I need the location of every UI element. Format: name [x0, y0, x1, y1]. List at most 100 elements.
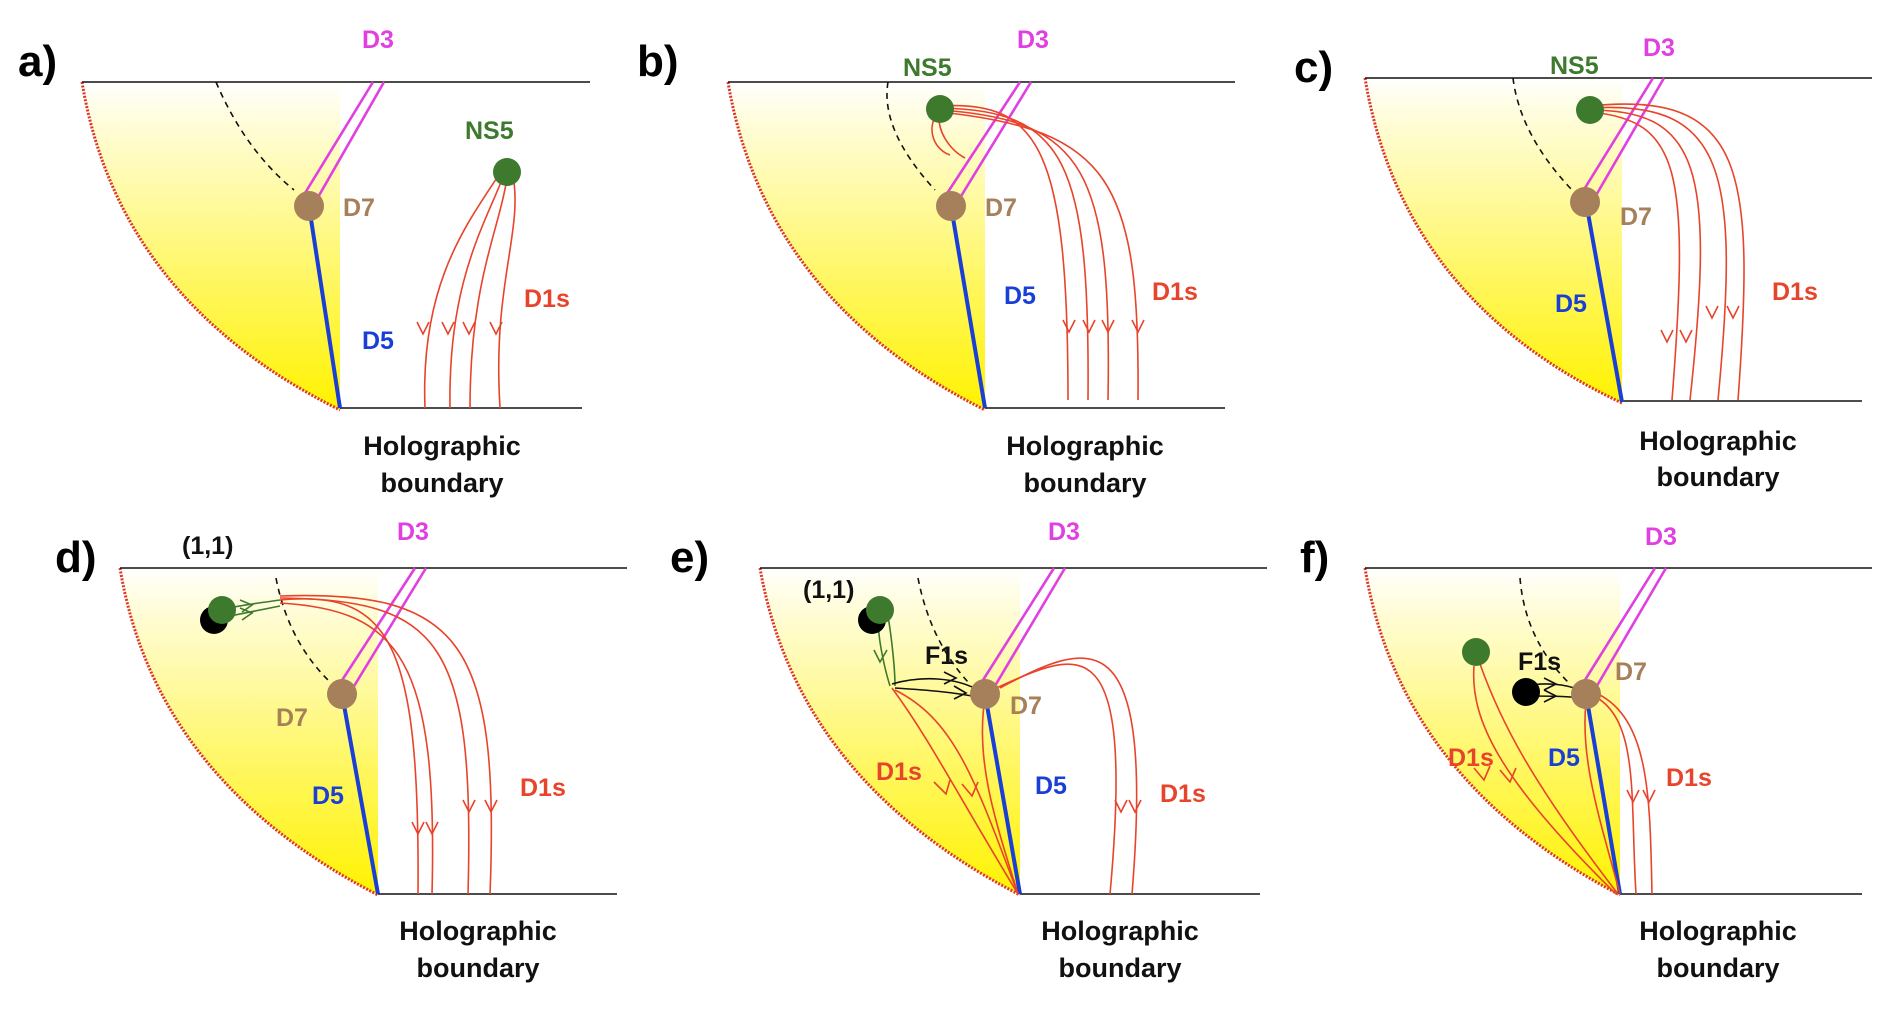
pq-label: (1,1) — [803, 576, 854, 604]
boundary-label: boundary — [416, 953, 539, 983]
ns5-brane — [1576, 96, 1604, 124]
panel-label: b) — [637, 37, 679, 86]
d1s-label: D1s — [520, 774, 566, 802]
d7-brane — [1571, 679, 1601, 709]
d1-strings-outer — [991, 657, 1138, 895]
d7-brane — [294, 191, 324, 221]
dashed-path — [886, 81, 936, 191]
d1-strings — [279, 594, 493, 895]
panel-f: f) — [1300, 523, 1872, 983]
d5-endpoint — [1512, 678, 1540, 706]
f1s-label: F1s — [1518, 648, 1561, 676]
d3-label: D3 — [1645, 523, 1677, 551]
bulk-region — [1365, 568, 1620, 895]
d3-brane — [1578, 77, 1666, 205]
d1-arrows-outer — [1626, 789, 1656, 804]
f1-arrows — [943, 671, 968, 700]
d5-label: D5 — [312, 782, 344, 810]
bulk-region — [120, 568, 378, 895]
green-arrows — [873, 649, 888, 664]
d5-brane — [949, 205, 987, 409]
d1-arrows-outer — [1114, 799, 1142, 814]
holographic-label: Holographic — [1006, 431, 1164, 461]
panel-label: d) — [55, 533, 97, 582]
d3-label: D3 — [1643, 34, 1675, 62]
ns5-brane — [208, 596, 236, 624]
boundary-label: boundary — [380, 468, 503, 498]
d1-arrows-inner — [933, 779, 979, 798]
ns5-brane — [866, 596, 894, 624]
dashed-path — [1512, 77, 1573, 191]
d7-brane — [936, 191, 966, 221]
pq-label: (1,1) — [182, 532, 233, 560]
holographic-label: Holographic — [1639, 916, 1797, 946]
d1-strings — [423, 169, 516, 409]
d1s-label: D1s — [524, 285, 570, 313]
bulk-region — [1365, 78, 1622, 403]
d3-label: D3 — [397, 518, 429, 546]
d3-label: D3 — [1017, 26, 1049, 54]
d1-strings-outer — [1593, 693, 1653, 895]
boundary-label: boundary — [1656, 953, 1779, 983]
horizon — [1363, 567, 1621, 897]
ns5-brane — [926, 95, 954, 123]
boundary-label: boundary — [1023, 468, 1146, 498]
green-arrows — [239, 599, 254, 621]
d1-strings-inner — [891, 687, 1019, 895]
d5-label: D5 — [362, 327, 394, 355]
d1s-label: D1s — [1152, 278, 1198, 306]
d1s-label: D1s — [1160, 780, 1206, 808]
dashed-path — [215, 81, 295, 191]
d7-brane — [970, 679, 1000, 709]
d5-brane — [307, 205, 342, 409]
d1-arrows — [411, 799, 498, 836]
panel-label: e) — [670, 533, 709, 582]
bulk-region — [760, 568, 1020, 895]
panel-d: d) — [55, 518, 627, 983]
panel-label: c) — [1294, 43, 1333, 92]
d3-label: D3 — [1048, 518, 1080, 546]
d3-brane — [942, 81, 1033, 207]
d1-strings — [1589, 103, 1745, 401]
dashed-path — [1519, 577, 1571, 685]
panel-label: f) — [1300, 533, 1329, 582]
d1-arrows — [1660, 305, 1740, 344]
holographic-label: Holographic — [1041, 916, 1199, 946]
ns5-brane — [493, 158, 521, 186]
d7-brane — [1570, 187, 1600, 217]
d3-brane — [335, 567, 428, 697]
d1s-inner-label: D1s — [1448, 744, 1494, 772]
d1s-label: D1s — [1772, 278, 1818, 306]
boundary-label: boundary — [1656, 462, 1779, 492]
d5-label: D5 — [1004, 282, 1036, 310]
d1s-inner-label: D1s — [876, 758, 922, 786]
panel-label: a) — [18, 37, 57, 86]
panel-e: e) — [670, 518, 1267, 983]
dashed-path — [275, 577, 329, 681]
ns5-label: NS5 — [903, 54, 952, 82]
d1-arrows — [416, 321, 503, 336]
dashed-path — [917, 577, 969, 683]
horizon — [80, 81, 341, 412]
holographic-label: Holographic — [399, 916, 557, 946]
holographic-label: Holographic — [363, 431, 521, 461]
d3-label: D3 — [362, 26, 394, 54]
d7-brane — [327, 679, 357, 709]
d5-brane — [1584, 201, 1624, 403]
d1s-label: D1s — [1666, 764, 1712, 792]
d3-brane — [976, 567, 1067, 697]
d5-brane — [340, 693, 380, 895]
d7-label: D7 — [1615, 658, 1647, 686]
holographic-label: Holographic — [1639, 426, 1797, 456]
panel-a: a) D3 NS5 D7 D5 D1s Holographic — [18, 26, 590, 498]
bulk-region — [82, 82, 340, 410]
f1-arrows — [1543, 677, 1558, 703]
f1s-label: F1s — [925, 642, 968, 670]
d1-arrows — [1062, 319, 1145, 334]
d7-label: D7 — [276, 704, 308, 732]
d1-strings-inner — [1472, 663, 1621, 895]
d1-strings — [931, 104, 1139, 401]
d7-label: D7 — [985, 194, 1017, 222]
ns5-brane — [1462, 638, 1490, 666]
